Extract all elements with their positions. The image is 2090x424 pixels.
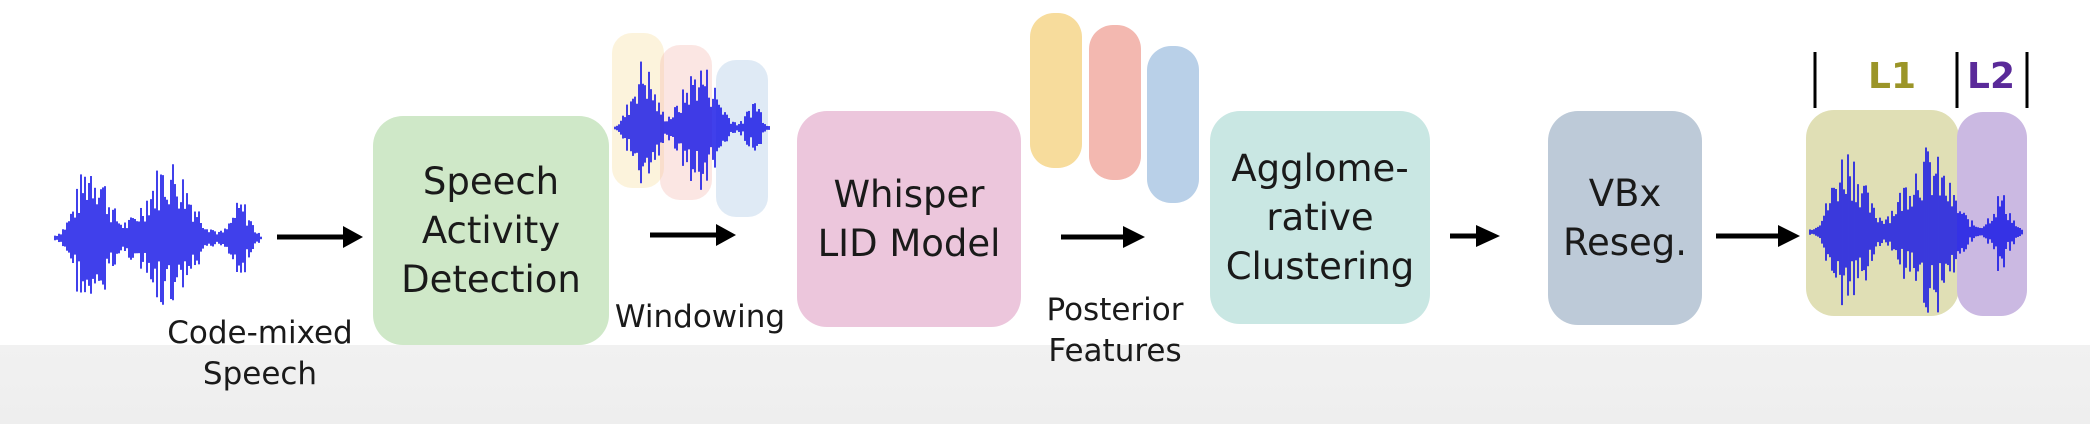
window-1	[612, 33, 664, 188]
input-waveform	[54, 164, 262, 305]
arrow-3	[1061, 226, 1145, 248]
posterior-feature-2	[1089, 25, 1141, 180]
posterior-feature-1	[1030, 13, 1082, 168]
speech-activity-detection-box: Speech Activity Detection	[373, 116, 609, 345]
whisper-lid-model-box: Whisper LID Model	[797, 111, 1021, 327]
arrow-4	[1450, 225, 1500, 247]
vbx-resegmentation-box: VBx Reseg.	[1548, 111, 1702, 325]
windowed-waveform	[614, 61, 770, 190]
label-l1: L1	[1868, 56, 1916, 97]
output-waveform	[1809, 147, 2023, 313]
arrow-5	[1716, 225, 1800, 247]
windowing-caption: Windowing	[614, 299, 786, 335]
posterior-feature-3	[1147, 46, 1199, 203]
window-3	[716, 60, 768, 217]
posterior-features-caption: Posterior Features	[1046, 292, 1184, 369]
segment-l2	[1957, 112, 2027, 316]
input-caption: Code-mixed Speech	[167, 315, 353, 392]
label-l2: L2	[1967, 56, 2015, 97]
agglomerative-clustering-box: Agglome- rative Clustering	[1210, 111, 1430, 324]
arrow-2	[650, 224, 736, 246]
arrow-1	[277, 226, 363, 248]
